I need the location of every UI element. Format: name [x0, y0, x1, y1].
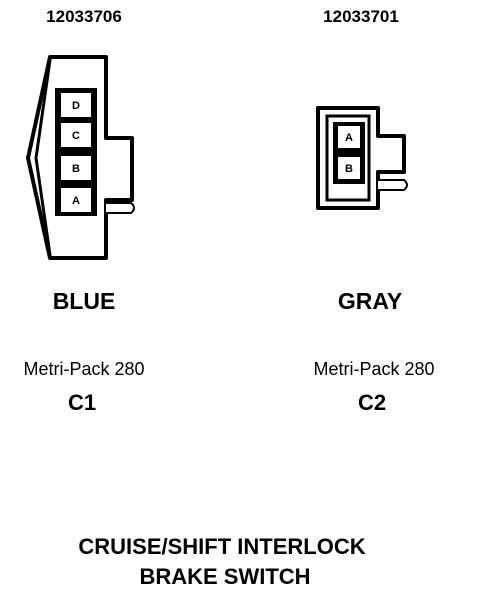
c1-type-label: Metri-Pack 280: [23, 359, 145, 379]
c2-connector-id: C2: [357, 390, 387, 415]
c1-connector-id: C1: [67, 390, 97, 415]
c1-latch-tab: [106, 202, 135, 214]
c2-terminal-a: A: [338, 126, 360, 148]
c1-color-label: BLUE: [52, 288, 116, 314]
c2-type-label: Metri-Pack 280: [313, 359, 435, 379]
c2-terminal-b: B: [338, 157, 360, 179]
c1-terminal-b-label: B: [72, 163, 80, 175]
c1-terminal-d: D: [61, 93, 91, 117]
c2-part-number: 12033701: [323, 7, 399, 26]
c1-terminal-c-label: C: [72, 130, 80, 142]
c1-part-number: 12033706: [46, 7, 122, 26]
c1-terminal-b: B: [61, 156, 91, 180]
c1-terminal-d-label: D: [72, 100, 80, 112]
diagram-title-line-2: BRAKE SWITCH: [139, 564, 311, 589]
c2-terminal-a-label: A: [345, 132, 353, 144]
c1-housing-bevel: [34, 59, 52, 256]
c2-latch-tab: [378, 179, 408, 191]
c2-terminal-b-label: B: [345, 163, 353, 175]
c1-terminal-a-label: A: [72, 195, 80, 207]
diagram-title-line-1: CRUISE/SHIFT INTERLOCK: [78, 534, 366, 559]
c2-color-label: GRAY: [337, 288, 403, 314]
c1-terminal-c: C: [61, 123, 91, 147]
c1-terminal-a: A: [61, 188, 91, 212]
